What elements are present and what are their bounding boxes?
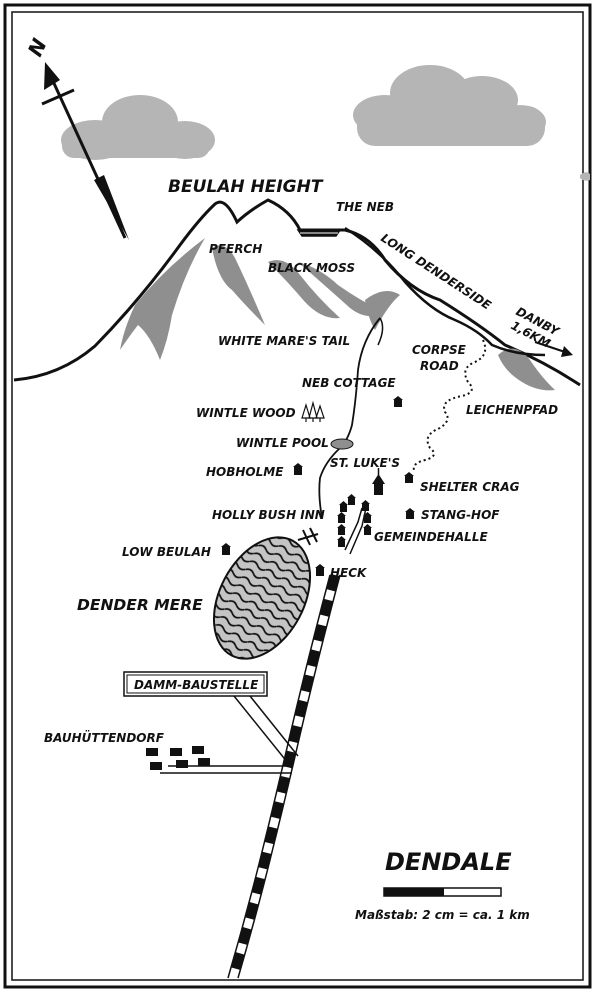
- river-branch: [377, 317, 384, 346]
- wintle-wood-trees-icon: [301, 400, 325, 422]
- village-street: [344, 507, 367, 555]
- the-neb-crag: [296, 229, 342, 237]
- north-label: N: [23, 35, 52, 61]
- st-lukes-church-icon: [372, 468, 385, 495]
- label-heck: HECK: [330, 566, 368, 580]
- railway-dashes: [228, 573, 340, 980]
- label-neb-cottage: NEB COTTAGE: [302, 376, 396, 390]
- mountain-outline: [13, 198, 581, 387]
- label-road: ROAD: [420, 359, 459, 373]
- dam-construction-road: [160, 695, 299, 774]
- river: [318, 317, 381, 519]
- damm-baustelle-box: [123, 671, 268, 697]
- label-low-beulah: LOW BEULAH: [122, 545, 211, 559]
- railway-outline: [227, 574, 341, 979]
- danby-arrow-icon: [534, 341, 573, 357]
- label-damm-baustelle: DAMM-BAUSTELLE: [134, 678, 259, 692]
- map-title: DENDALE: [385, 848, 512, 876]
- map-frame: [3, 3, 592, 989]
- label-stang-hof: STANG-HOF: [421, 508, 500, 522]
- scale-bar: [383, 887, 502, 897]
- label-white-mares-tail: WHITE MARE'S TAIL: [218, 334, 350, 348]
- label-wintle-wood: WINTLE WOOD: [196, 406, 296, 420]
- north-arrow-icon: [41, 62, 129, 240]
- label-gemeindehalle: GEMEINDEHALLE: [374, 530, 488, 544]
- label-holly-bush-inn: HOLLY BUSH INN: [212, 508, 325, 522]
- wintle-pool: [330, 438, 354, 450]
- label-st-lukes: ST. LUKE'S: [330, 456, 400, 470]
- label-leichenpfad: LEICHENPFAD: [466, 403, 558, 417]
- scale-text: Maßstab: 2 cm = ca. 1 km: [355, 908, 530, 922]
- long-denderside-road: [344, 226, 546, 357]
- label-corpse: CORPSE: [412, 343, 467, 357]
- label-bauhuettendorf: BAUHÜTTENDORF: [44, 730, 165, 745]
- cloud-left: [61, 95, 215, 160]
- label-dender-mere: DENDER MERE: [77, 596, 203, 614]
- label-the-neb: THE NEB: [336, 200, 394, 214]
- hut-icons: [146, 746, 210, 770]
- label-hobholme: HOBHOLME: [206, 465, 284, 479]
- label-black-moss: BLACK MOSS: [268, 261, 355, 275]
- label-shelter-crag: SHELTER CRAG: [420, 480, 520, 494]
- holly-bush-crossing: [297, 527, 319, 546]
- cloud-right: [353, 65, 546, 146]
- dender-mere-lake: [212, 536, 312, 660]
- rock-streaks: [120, 238, 555, 391]
- label-pferch: PFERCH: [209, 242, 262, 256]
- cloud-fragment: [580, 172, 590, 181]
- label-wintle-pool: WINTLE POOL: [236, 436, 329, 450]
- label-beulah-height: BEULAH HEIGHT: [168, 177, 324, 197]
